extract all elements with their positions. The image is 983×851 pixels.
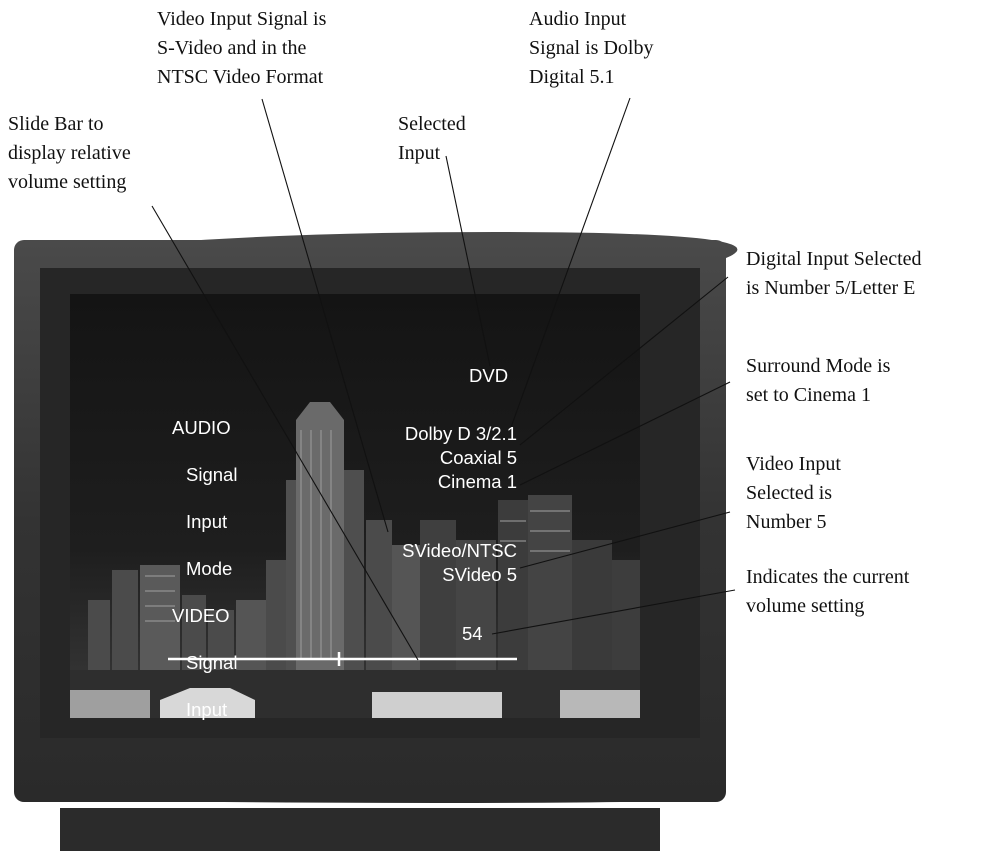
foreground-building: [372, 692, 502, 718]
osd-label-input: Input: [162, 510, 272, 534]
ground: [70, 670, 640, 718]
foreground-building: [560, 690, 640, 718]
osd-audio-signal: Dolby D 3/2.1: [375, 422, 517, 446]
osd-input-name: DVD: [469, 364, 508, 388]
osd-label-mode: Mode: [162, 557, 272, 581]
callout-surround-mode: Surround Mode is set to Cinema 1: [746, 352, 890, 410]
osd-surround-mode: Cinema 1: [375, 470, 517, 494]
osd-labels: AUDIO Signal Input Mode VIDEO Signal Inp…: [162, 392, 272, 745]
osd-label-audio: AUDIO: [162, 416, 272, 440]
osd-label-video: VIDEO: [162, 604, 272, 628]
tv-screen: [70, 294, 640, 718]
callout-video-signal: Video Input Signal is S-Video and in the…: [157, 5, 326, 92]
callout-current-volume: Indicates the current volume setting: [746, 563, 909, 621]
callout-digital-input: Digital Input Selected is Number 5/Lette…: [746, 245, 922, 303]
callout-slide-bar: Slide Bar to display relative volume set…: [8, 110, 131, 197]
osd-video-signal: SVideo/NTSC: [355, 539, 517, 563]
osd-label-signal: Signal: [162, 651, 272, 675]
foreground-building: [70, 690, 150, 718]
osd-video-input: SVideo 5: [375, 563, 517, 587]
callout-selected-input: Selected Input: [398, 110, 466, 168]
callout-video-input: Video Input Selected is Number 5: [746, 450, 841, 537]
osd-label-input: Input: [162, 698, 272, 722]
osd-audio-input: Coaxial 5: [375, 446, 517, 470]
osd-volume-value: 54: [462, 622, 483, 646]
callout-audio-signal: Audio Input Signal is Dolby Digital 5.1: [529, 5, 653, 92]
osd-label-signal: Signal: [162, 463, 272, 487]
